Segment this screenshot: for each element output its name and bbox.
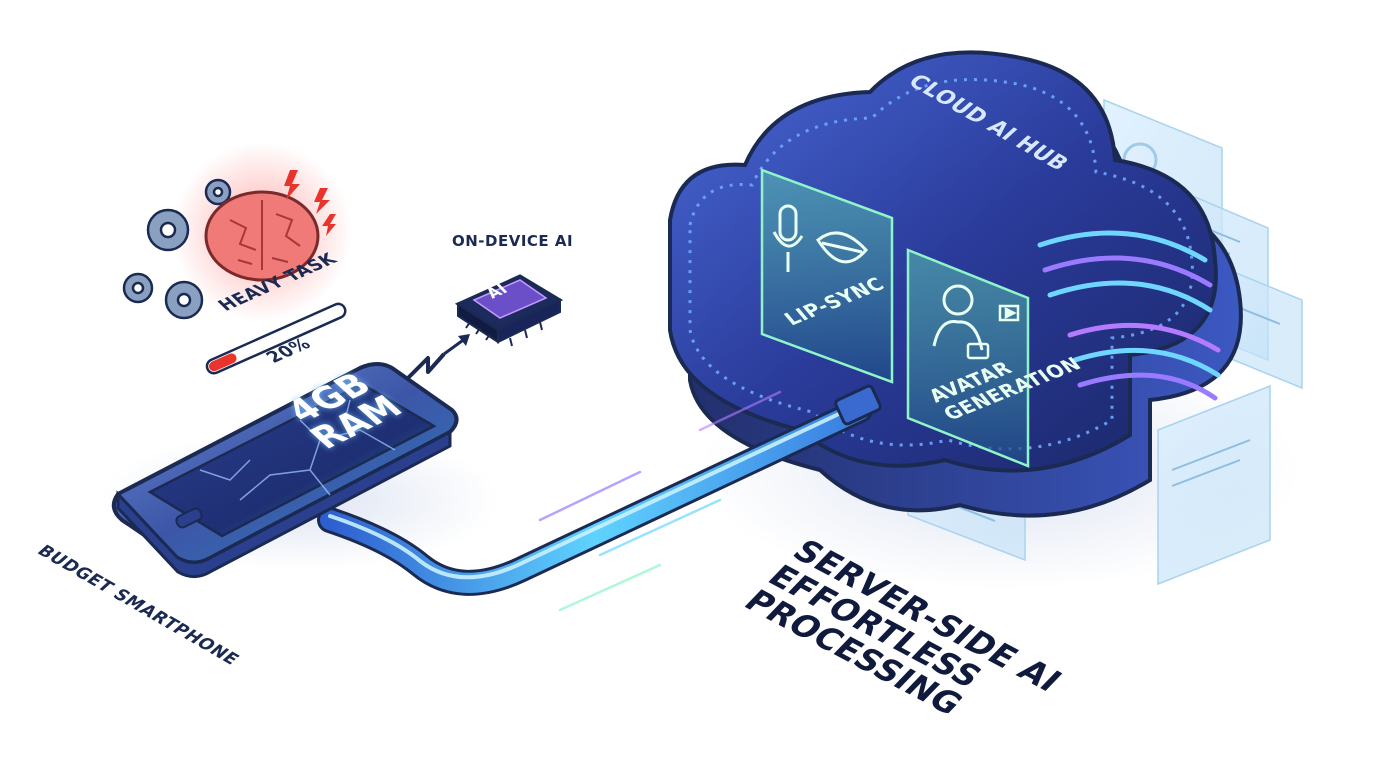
lip-sync-panel	[760, 168, 894, 384]
avatar-icon	[932, 284, 984, 351]
lips-icon	[816, 231, 869, 264]
lightning-icon	[406, 352, 446, 380]
home-button	[175, 507, 203, 529]
on-device-ai-label: ON-DEVICE AI	[452, 232, 574, 250]
brain-icon	[204, 190, 320, 282]
progress-fill	[208, 353, 237, 372]
screen-cracks	[199, 399, 396, 501]
data-cable	[317, 384, 882, 612]
cloud-hub-body	[668, 50, 1218, 473]
microphone-icon	[772, 204, 804, 272]
budget-smartphone	[111, 362, 459, 579]
arrow-icon	[443, 334, 470, 356]
avatar-generation-panel	[906, 248, 1030, 468]
progress-bar	[205, 302, 347, 375]
progress-track	[205, 302, 347, 375]
ai-chip-icon	[454, 274, 564, 347]
server-stripes	[1037, 230, 1221, 401]
gear-icon	[122, 178, 232, 320]
cloud-rim	[688, 78, 1194, 451]
lightning-alert-icon	[284, 170, 336, 236]
video-camera-icon	[966, 304, 1020, 360]
